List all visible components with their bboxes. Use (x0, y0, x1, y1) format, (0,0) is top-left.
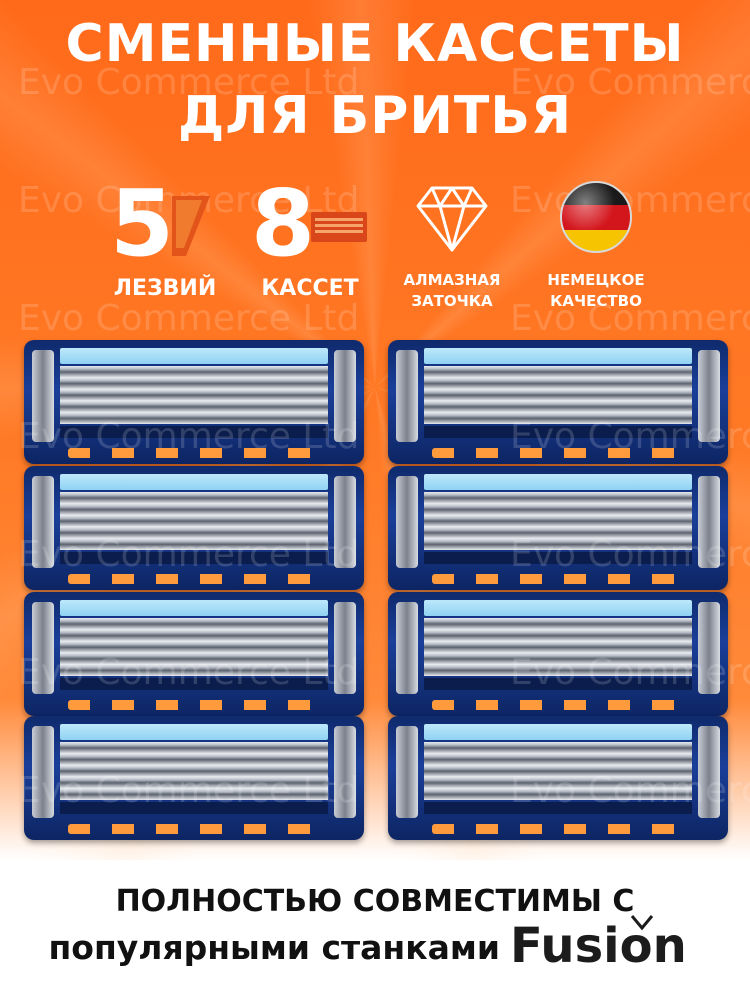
compatibility-line-1: ПОЛНОСТЬЮ СОВМЕСТИМЫ С (115, 884, 635, 919)
diamond-label-2: ЗАТОЧКА (411, 292, 493, 310)
feature-german-quality: НЕМЕЦКОЕ КАЧЕСТВО (534, 180, 658, 312)
cartridge-image (24, 340, 364, 464)
germany-flag-icon (560, 181, 632, 253)
cartridge-image (24, 716, 364, 840)
german-label-1: НЕМЕЦКОЕ (547, 271, 645, 289)
feature-blades: 5 ЛЕЗВИЙ (100, 170, 230, 302)
compatibility-line-2: популярными станками (48, 928, 500, 967)
cartridge-image (388, 716, 728, 840)
cartridge-icon (311, 212, 367, 242)
fusion-logo-mark-icon (630, 915, 654, 931)
blade-icon (172, 196, 210, 256)
headline-line-2: ДЛЯ БРИТЬЯ (177, 86, 573, 146)
feature-cartridges: 8 КАССЕТ (245, 178, 375, 301)
cartridges-label: КАССЕТ (261, 276, 359, 301)
headline-line-1: СМЕННЫЕ КАССЕТЫ (65, 14, 685, 74)
cartridge-image (388, 466, 728, 590)
cartridge-image (388, 592, 728, 716)
diamond-label-1: АЛМАЗНАЯ (403, 271, 501, 289)
diamond-icon (416, 186, 488, 252)
feature-diamond: АЛМАЗНАЯ ЗАТОЧКА (392, 180, 512, 312)
cartridge-image (24, 466, 364, 590)
cartridge-image (388, 340, 728, 464)
german-label-2: КАЧЕСТВО (550, 292, 642, 310)
cartridge-image (24, 592, 364, 716)
blades-label: ЛЕЗВИЙ (113, 276, 217, 301)
blades-count: 5 (110, 170, 175, 277)
fusion-logo: Fusion (510, 918, 687, 974)
cartridges-count: 8 (251, 170, 316, 277)
